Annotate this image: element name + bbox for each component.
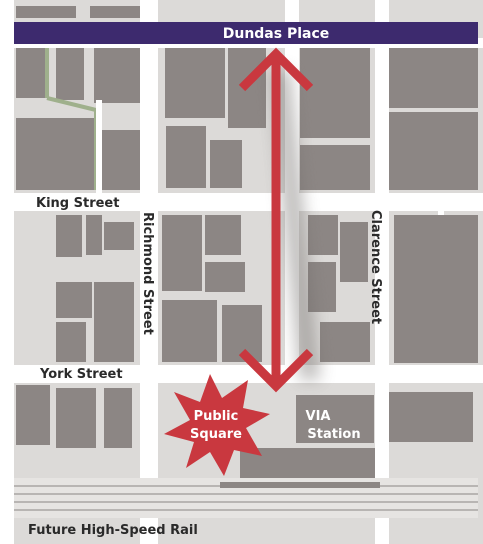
building [94, 48, 149, 103]
building [86, 215, 102, 255]
building [308, 215, 338, 255]
road-small-1 [438, 195, 444, 215]
building [340, 222, 368, 282]
building [210, 140, 242, 188]
building [94, 282, 134, 362]
building [162, 300, 217, 362]
building [388, 112, 478, 190]
via-label-line2: Station [307, 427, 360, 442]
building [56, 322, 86, 362]
building [308, 262, 336, 312]
building [56, 282, 92, 318]
building [104, 222, 134, 250]
building [16, 118, 96, 190]
buildings [16, 6, 478, 478]
building [56, 388, 96, 448]
double-headed-arrow-icon [238, 47, 314, 393]
rail-corridor [14, 478, 478, 518]
building [205, 215, 241, 255]
building [162, 215, 202, 291]
building [300, 48, 370, 138]
road-richmond [140, 0, 158, 544]
building [240, 448, 376, 478]
building [383, 392, 473, 442]
building [388, 48, 478, 108]
building [166, 126, 206, 188]
building [16, 6, 76, 18]
street-label-king: King Street [36, 196, 119, 211]
building [56, 215, 82, 257]
building [104, 388, 132, 448]
arrow-head-bottom [238, 348, 314, 393]
building [205, 262, 245, 292]
street-label-dundas: Dundas Place [223, 26, 330, 42]
building [165, 48, 225, 118]
street-label-richmond: Richmond Street [140, 212, 155, 335]
building [394, 215, 478, 363]
building [320, 322, 370, 362]
building [90, 6, 150, 18]
road-york [0, 365, 483, 383]
starburst-icon [164, 374, 270, 476]
street-label-clarence: Clarence Street [368, 210, 383, 324]
public-square-label-line2: Square [190, 427, 242, 442]
street-label-york: York Street [39, 367, 123, 382]
road-west-curve [96, 100, 102, 194]
via-label-line1: VIA [306, 409, 331, 424]
road-clarence [375, 0, 389, 544]
road-west-edge [0, 0, 14, 544]
building [16, 385, 50, 445]
rail-platform [220, 482, 380, 488]
road-king [0, 193, 483, 211]
building [16, 48, 46, 98]
arrow-head-top [238, 47, 314, 92]
public-square-label-line1: Public [194, 409, 239, 424]
street-label-rail: Future High-Speed Rail [28, 523, 198, 538]
street-banner-dundas [14, 22, 478, 44]
building [300, 145, 370, 190]
arrow-shadow [270, 70, 320, 380]
building [296, 395, 374, 443]
building [56, 48, 84, 100]
